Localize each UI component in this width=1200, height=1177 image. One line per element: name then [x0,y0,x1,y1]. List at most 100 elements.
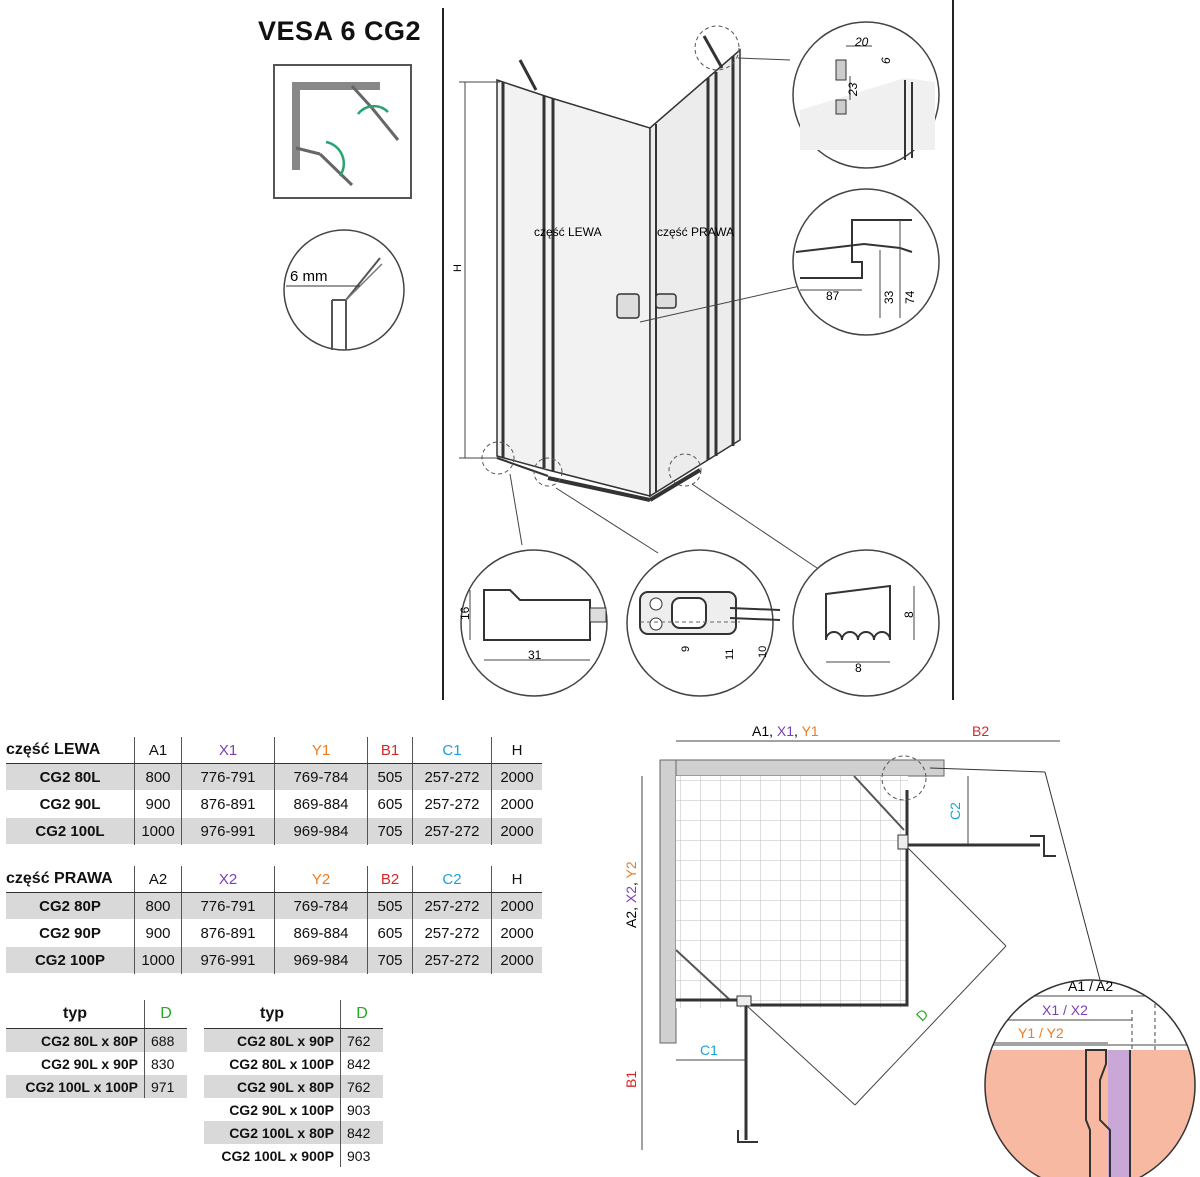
plan-view: A1, X1, Y1 B2 A2, X2, Y2 C2 C1 B1 D A1 /… [623,723,1196,1177]
cell-a: 1000 [134,946,182,974]
col-header-d: D [144,1000,187,1029]
plan-top-a1: A1, [752,723,777,739]
cell-a: 1000 [134,817,182,845]
dim-31: 31 [528,648,542,662]
cell-y: 969-984 [274,817,368,845]
glass-thickness-label: 6 mm [290,268,328,285]
table-row: CG2 80P 800 776-791 769-784 505 257-272 … [6,892,542,920]
table-header-row: część PRAWA A2 X2 Y2 B2 C2 H [6,866,542,893]
cell-h: 2000 [491,892,542,920]
plan-b2-label: B2 [972,723,989,739]
detail-bottom-hinge [626,549,781,697]
table-row: CG2 100P 1000 976-991 969-984 705 257-27… [6,946,542,974]
col-header-type: typ [204,1000,341,1029]
cell-a: 900 [134,919,182,947]
dim-20: 20 [854,35,869,49]
dim-87: 87 [826,289,840,303]
col-header-type: typ [6,1000,145,1029]
detail-seal [792,549,940,697]
col-header-y1: Y1 [274,737,368,764]
col-header-h: H [491,866,542,893]
cell-model: CG2 100P [34,951,106,969]
cell-d: 688 [144,1028,187,1052]
cell-x: 876-891 [181,919,275,947]
plan-top-y1: Y1 [802,723,819,739]
right-part-label: część PRAWA [657,225,734,239]
cell-y: 869-884 [274,790,368,818]
plan-c1-label: C1 [700,1042,718,1058]
plan-left-x2: X2 [623,886,639,903]
cell-y: 869-884 [274,919,368,947]
cell-h: 2000 [491,763,542,791]
table-row: CG2 90L 900 876-891 869-884 605 257-272 … [6,790,542,818]
plan-left-sep: , [623,878,639,886]
col-header-b1: B1 [367,737,413,764]
col-header-a2: A2 [134,866,182,893]
cell-b: 705 [367,946,413,974]
cell-y: 969-984 [274,946,368,974]
table-header-row: typ D [204,1000,383,1029]
col-header-part: część LEWA [6,737,135,764]
col-header-part: część PRAWA [6,866,135,893]
table-left-part: część LEWA A1 X1 Y1 B1 C1 H CG2 80L 800 … [6,737,542,845]
cell-d: 903 [340,1098,383,1121]
dim-16: 16 [458,606,472,620]
cell-d: 762 [340,1028,383,1052]
cell-a: 900 [134,790,182,818]
cell-h: 2000 [491,790,542,818]
cell-h: 2000 [491,946,542,974]
cell-x: 976-991 [181,946,275,974]
dim-74: 74 [903,290,917,304]
cell-type: CG2 100L x 80P [229,1124,334,1141]
cell-x: 976-991 [181,817,275,845]
cell-c: 257-272 [412,790,492,818]
dim-9: 9 [680,646,692,652]
dim-8-width: 8 [855,661,862,675]
cell-y: 769-784 [274,763,368,791]
table-row: CG2 90P 900 876-891 869-884 605 257-272 … [6,919,542,947]
detail-top-hinge [792,21,940,169]
plan-left-label: A2, X2, Y2 [623,861,639,928]
cell-y: 769-784 [274,892,368,920]
dim-10: 10 [757,646,769,658]
cell-model: CG2 80P [39,897,101,915]
cell-type: CG2 100L x 100P [25,1078,138,1095]
cell-b: 505 [367,892,413,920]
col-header-b2: B2 [367,866,413,893]
cell-type: CG2 80L x 100P [229,1055,334,1072]
cell-x: 776-791 [181,763,275,791]
col-header-a1: A1 [134,737,182,764]
col-header-c1: C1 [412,737,492,764]
table-row: CG2 80L x 80P 688 [6,1028,187,1052]
cell-c: 257-272 [412,817,492,845]
plan-left-y2: Y2 [623,861,639,878]
cell-type: CG2 80L x 80P [40,1032,138,1049]
zoom-a-label: A1 / A2 [1068,978,1113,994]
cell-b: 605 [367,919,413,947]
cell-b: 605 [367,790,413,818]
product-illustration: 6 mm część LE [273,0,954,700]
dim-11: 11 [724,649,736,660]
col-header-d: D [340,1000,383,1029]
left-part-label: część LEWA [534,225,602,239]
dim-6: 6 [879,57,893,64]
cell-x: 876-891 [181,790,275,818]
plan-d-label: D [913,1006,931,1024]
cell-a: 800 [134,763,182,791]
cell-h: 2000 [491,919,542,947]
enclosure-drawing [459,25,821,571]
detail-bottom-profile [460,549,608,697]
plan-left-a2: A2, [623,903,639,928]
cell-c: 257-272 [412,946,492,974]
door-opening-icon [273,64,412,199]
zoom-y-label: Y1 / Y2 [1018,1025,1064,1041]
table-header-row: część LEWA A1 X1 Y1 B1 C1 H [6,737,542,764]
